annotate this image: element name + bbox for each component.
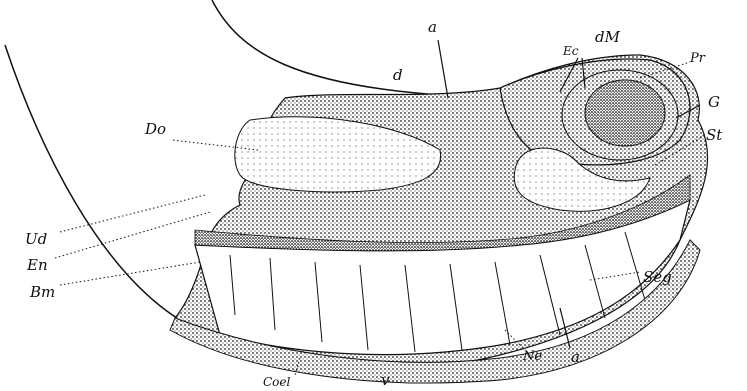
label-ne: Ne: [523, 350, 542, 363]
upper-membrane-curve: [212, 0, 440, 95]
protocerebrum: [585, 80, 665, 146]
label-bm: Bm: [30, 285, 55, 300]
label-pr: Pr: [690, 52, 705, 65]
label-a-top: a: [428, 20, 437, 35]
label-do: Do: [145, 122, 166, 137]
outer-membrane-curve: [5, 45, 180, 320]
label-a-bottom: a: [571, 350, 580, 365]
label-ud: Ud: [25, 232, 47, 247]
label-seg: Seg: [643, 270, 672, 285]
label-dm: dM: [595, 30, 620, 45]
label-en: En: [27, 258, 48, 273]
label-ec: Ec: [563, 45, 578, 57]
label-d: d: [393, 68, 403, 83]
label-v: v: [381, 373, 389, 388]
label-st: St: [706, 128, 722, 143]
label-g: G: [708, 95, 720, 110]
label-coel: Coel: [263, 376, 290, 388]
